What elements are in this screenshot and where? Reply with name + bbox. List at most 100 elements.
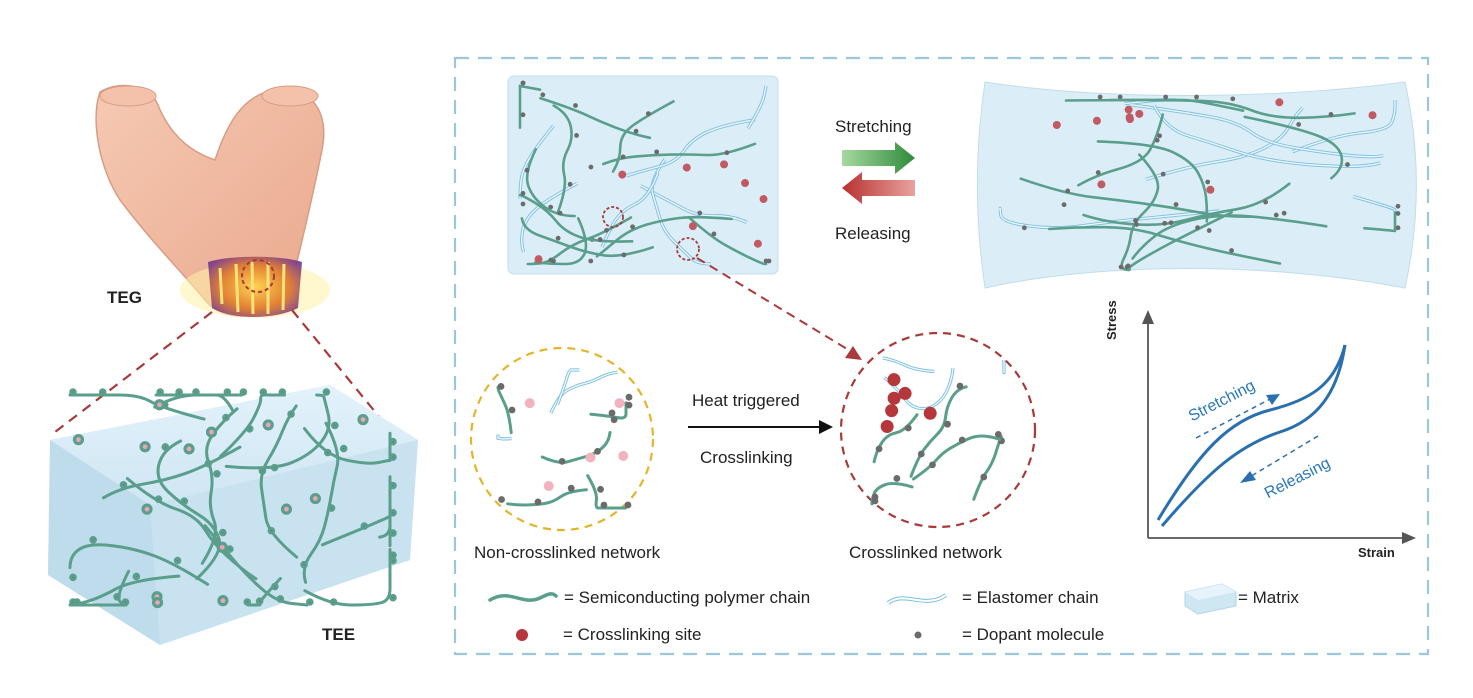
polymer-chain [1019,177,1255,219]
crosslink-site [720,160,729,169]
dopant-dot [573,103,578,108]
dopant-dot [1395,225,1401,231]
dopant-dot [389,437,397,446]
dopant-dot [1097,94,1103,100]
dopant-dot [322,388,331,396]
crosslink-site [880,420,894,434]
dopant-dot [89,536,97,544]
crosslinked-circle [839,331,1037,529]
dopant-dot [132,572,141,581]
polymer-chain [1131,214,1328,260]
dopant-dot [173,556,182,565]
dopant-dot [154,495,163,504]
dopant-dot [558,457,566,465]
dopant-dot [1173,202,1179,207]
unstretched-network [507,75,779,275]
crosslink-site [534,255,543,264]
dopant-dot [574,133,579,138]
polymer-chain [219,393,286,458]
crosslink-site [357,414,369,426]
tee-block [48,385,418,645]
dopant-dot [508,406,516,414]
dopant-dot [98,388,107,396]
crosslink-site [205,426,218,438]
dopant-dot [625,393,633,401]
dopant-dot [180,497,189,506]
dopant-dot [339,444,348,453]
elastomer-chain-core [1130,104,1384,158]
dopant-dot [654,149,660,155]
stress-strain-graph [1142,310,1416,544]
crosslink-site [898,386,912,400]
releasing-arrow [842,172,915,204]
dopant-dot [1154,137,1160,143]
polymer-chain [153,393,244,409]
dopant-dot [624,501,632,509]
tee-label: TEE [322,625,356,644]
crosslink-site [1368,111,1377,120]
dopant-dot [1230,96,1236,102]
dopant-dot [1206,228,1212,233]
dopant-dot [1296,121,1302,127]
dopant-dot [213,469,221,478]
crosslink-site [217,595,229,607]
crosslink-site [280,503,293,515]
dopant-dot [389,529,397,537]
dopant-dot [1125,263,1131,269]
stretched-network [977,81,1417,289]
dopant-dot [1021,225,1027,231]
dopant-dot [300,560,308,569]
polymer-chain [303,548,392,607]
elastomer-chain-core [747,85,767,129]
crosslink-site [543,481,554,492]
dopant-dot [389,556,397,565]
dopant-dot [270,463,279,472]
polymer-chain [1096,140,1209,223]
arm-illustration [95,84,330,318]
dopant-dot [604,227,609,233]
polymer-chain [1077,113,1165,187]
crosslink-site [72,434,85,446]
crosslink-site [141,503,153,515]
dopant-dot [1157,133,1162,139]
dopant-dot [327,504,336,512]
crosslink-site [262,419,274,431]
dopant-dot [994,431,1002,438]
legend-matrix-icon [1184,583,1237,615]
dopant-dot [548,257,554,263]
legend-matrix-label: = Matrix [1238,588,1299,607]
dopant-dot [697,210,703,216]
teg-label: TEG [107,288,142,307]
stretching-arrow [842,142,915,174]
dopant-dot [524,167,530,173]
dopant-dot [588,258,594,264]
elastomer-chain-core [556,369,580,405]
dopant-dot [389,453,397,461]
dopant-dot [1065,188,1071,194]
elastomer-chain-core [1292,100,1396,153]
dopant-dot [555,235,561,241]
crosslink-site [585,452,596,463]
dopant-dot [1328,112,1334,117]
dopant-dot [958,436,966,444]
polymer-chain [1108,98,1245,112]
legend-crosslinking-icon [516,629,528,641]
polymer-chain [909,385,968,478]
crosslink-site [183,443,195,455]
crosslink-site [923,406,937,420]
dopant-dot [222,413,230,422]
dopant-dot [645,111,651,117]
dopant-dot [156,388,164,396]
elastomer-chain-core [519,125,555,199]
dopant-dot [245,424,254,433]
dopant-dot [1229,248,1234,253]
crosslink-site [1275,98,1284,107]
crosslink-site [151,596,164,609]
crosslink-site [759,195,768,204]
dopant-dot [121,598,130,606]
dopant-dot [276,595,285,603]
dopant-dot [255,597,264,605]
dopant-dot [548,204,554,210]
crosslink-site [741,179,750,188]
